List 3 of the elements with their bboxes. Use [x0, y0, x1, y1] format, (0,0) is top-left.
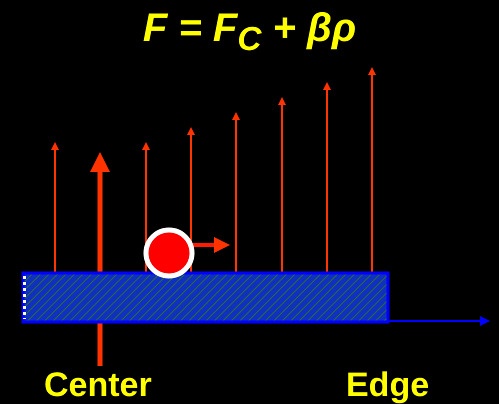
- formula-title: F = F$_{C}$ + βρ: [142, 8, 358, 56]
- axis-label: Edge: [346, 368, 430, 402]
- axis-label: Center: [44, 368, 152, 402]
